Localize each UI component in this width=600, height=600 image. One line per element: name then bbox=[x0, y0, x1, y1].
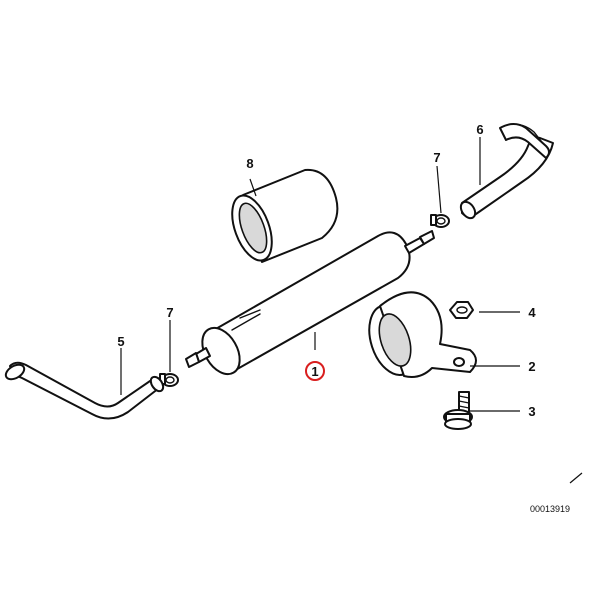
callout-1[interactable]: 1 bbox=[311, 364, 318, 379]
fuel-filter-part-1[interactable] bbox=[185, 230, 435, 381]
callout-5[interactable]: 5 bbox=[117, 334, 124, 349]
hose-clamp-part-7-upper[interactable] bbox=[430, 214, 450, 228]
callout-6[interactable]: 6 bbox=[476, 122, 483, 137]
callout-3[interactable]: 3 bbox=[528, 404, 535, 419]
corner-tick-mark bbox=[569, 472, 583, 484]
callout-7-lower[interactable]: 7 bbox=[166, 305, 173, 320]
callout-1-highlight-circle bbox=[305, 361, 325, 381]
bracket-part-2[interactable] bbox=[361, 291, 477, 381]
leader-lines bbox=[120, 137, 520, 412]
callout-4[interactable]: 4 bbox=[528, 305, 536, 320]
hose-part-5[interactable] bbox=[3, 361, 165, 420]
callout-labels: 1 2 3 4 5 6 7 7 8 bbox=[117, 122, 536, 419]
callout-2[interactable]: 2 bbox=[528, 359, 535, 374]
bolt-part-3[interactable] bbox=[443, 391, 473, 430]
callout-7-upper[interactable]: 7 bbox=[433, 150, 440, 165]
hose-part-6[interactable] bbox=[458, 123, 554, 221]
diagram-number: 00013919 bbox=[530, 504, 570, 514]
washer-part-4[interactable] bbox=[449, 301, 474, 319]
hose-clamp-part-7-lower[interactable] bbox=[159, 373, 179, 387]
callout-8[interactable]: 8 bbox=[246, 156, 253, 171]
sleeve-part-8[interactable] bbox=[224, 168, 339, 266]
